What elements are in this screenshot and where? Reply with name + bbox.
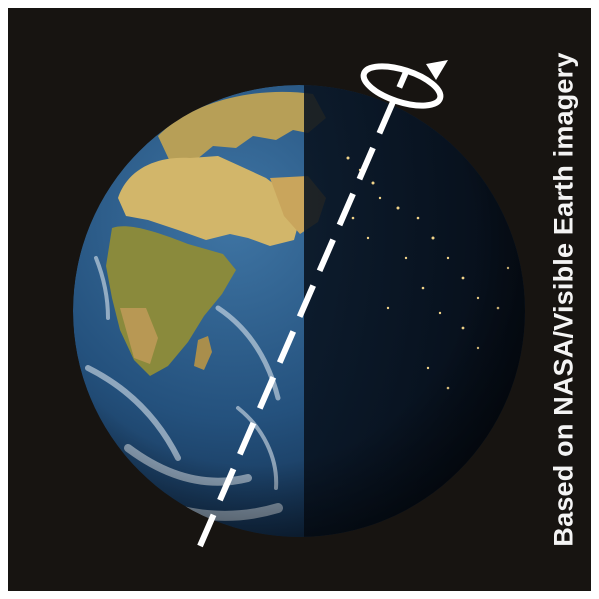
earth-globe bbox=[73, 85, 525, 537]
credit-text: Based on NASA/Visible Earth imagery bbox=[548, 52, 579, 547]
globe-scene bbox=[73, 60, 525, 548]
rotation-axis-icon bbox=[197, 70, 409, 548]
image-frame bbox=[8, 8, 591, 591]
image-credit: Based on NASA/Visible Earth imagery bbox=[540, 8, 588, 591]
rotation-arrow-icon bbox=[360, 60, 448, 109]
